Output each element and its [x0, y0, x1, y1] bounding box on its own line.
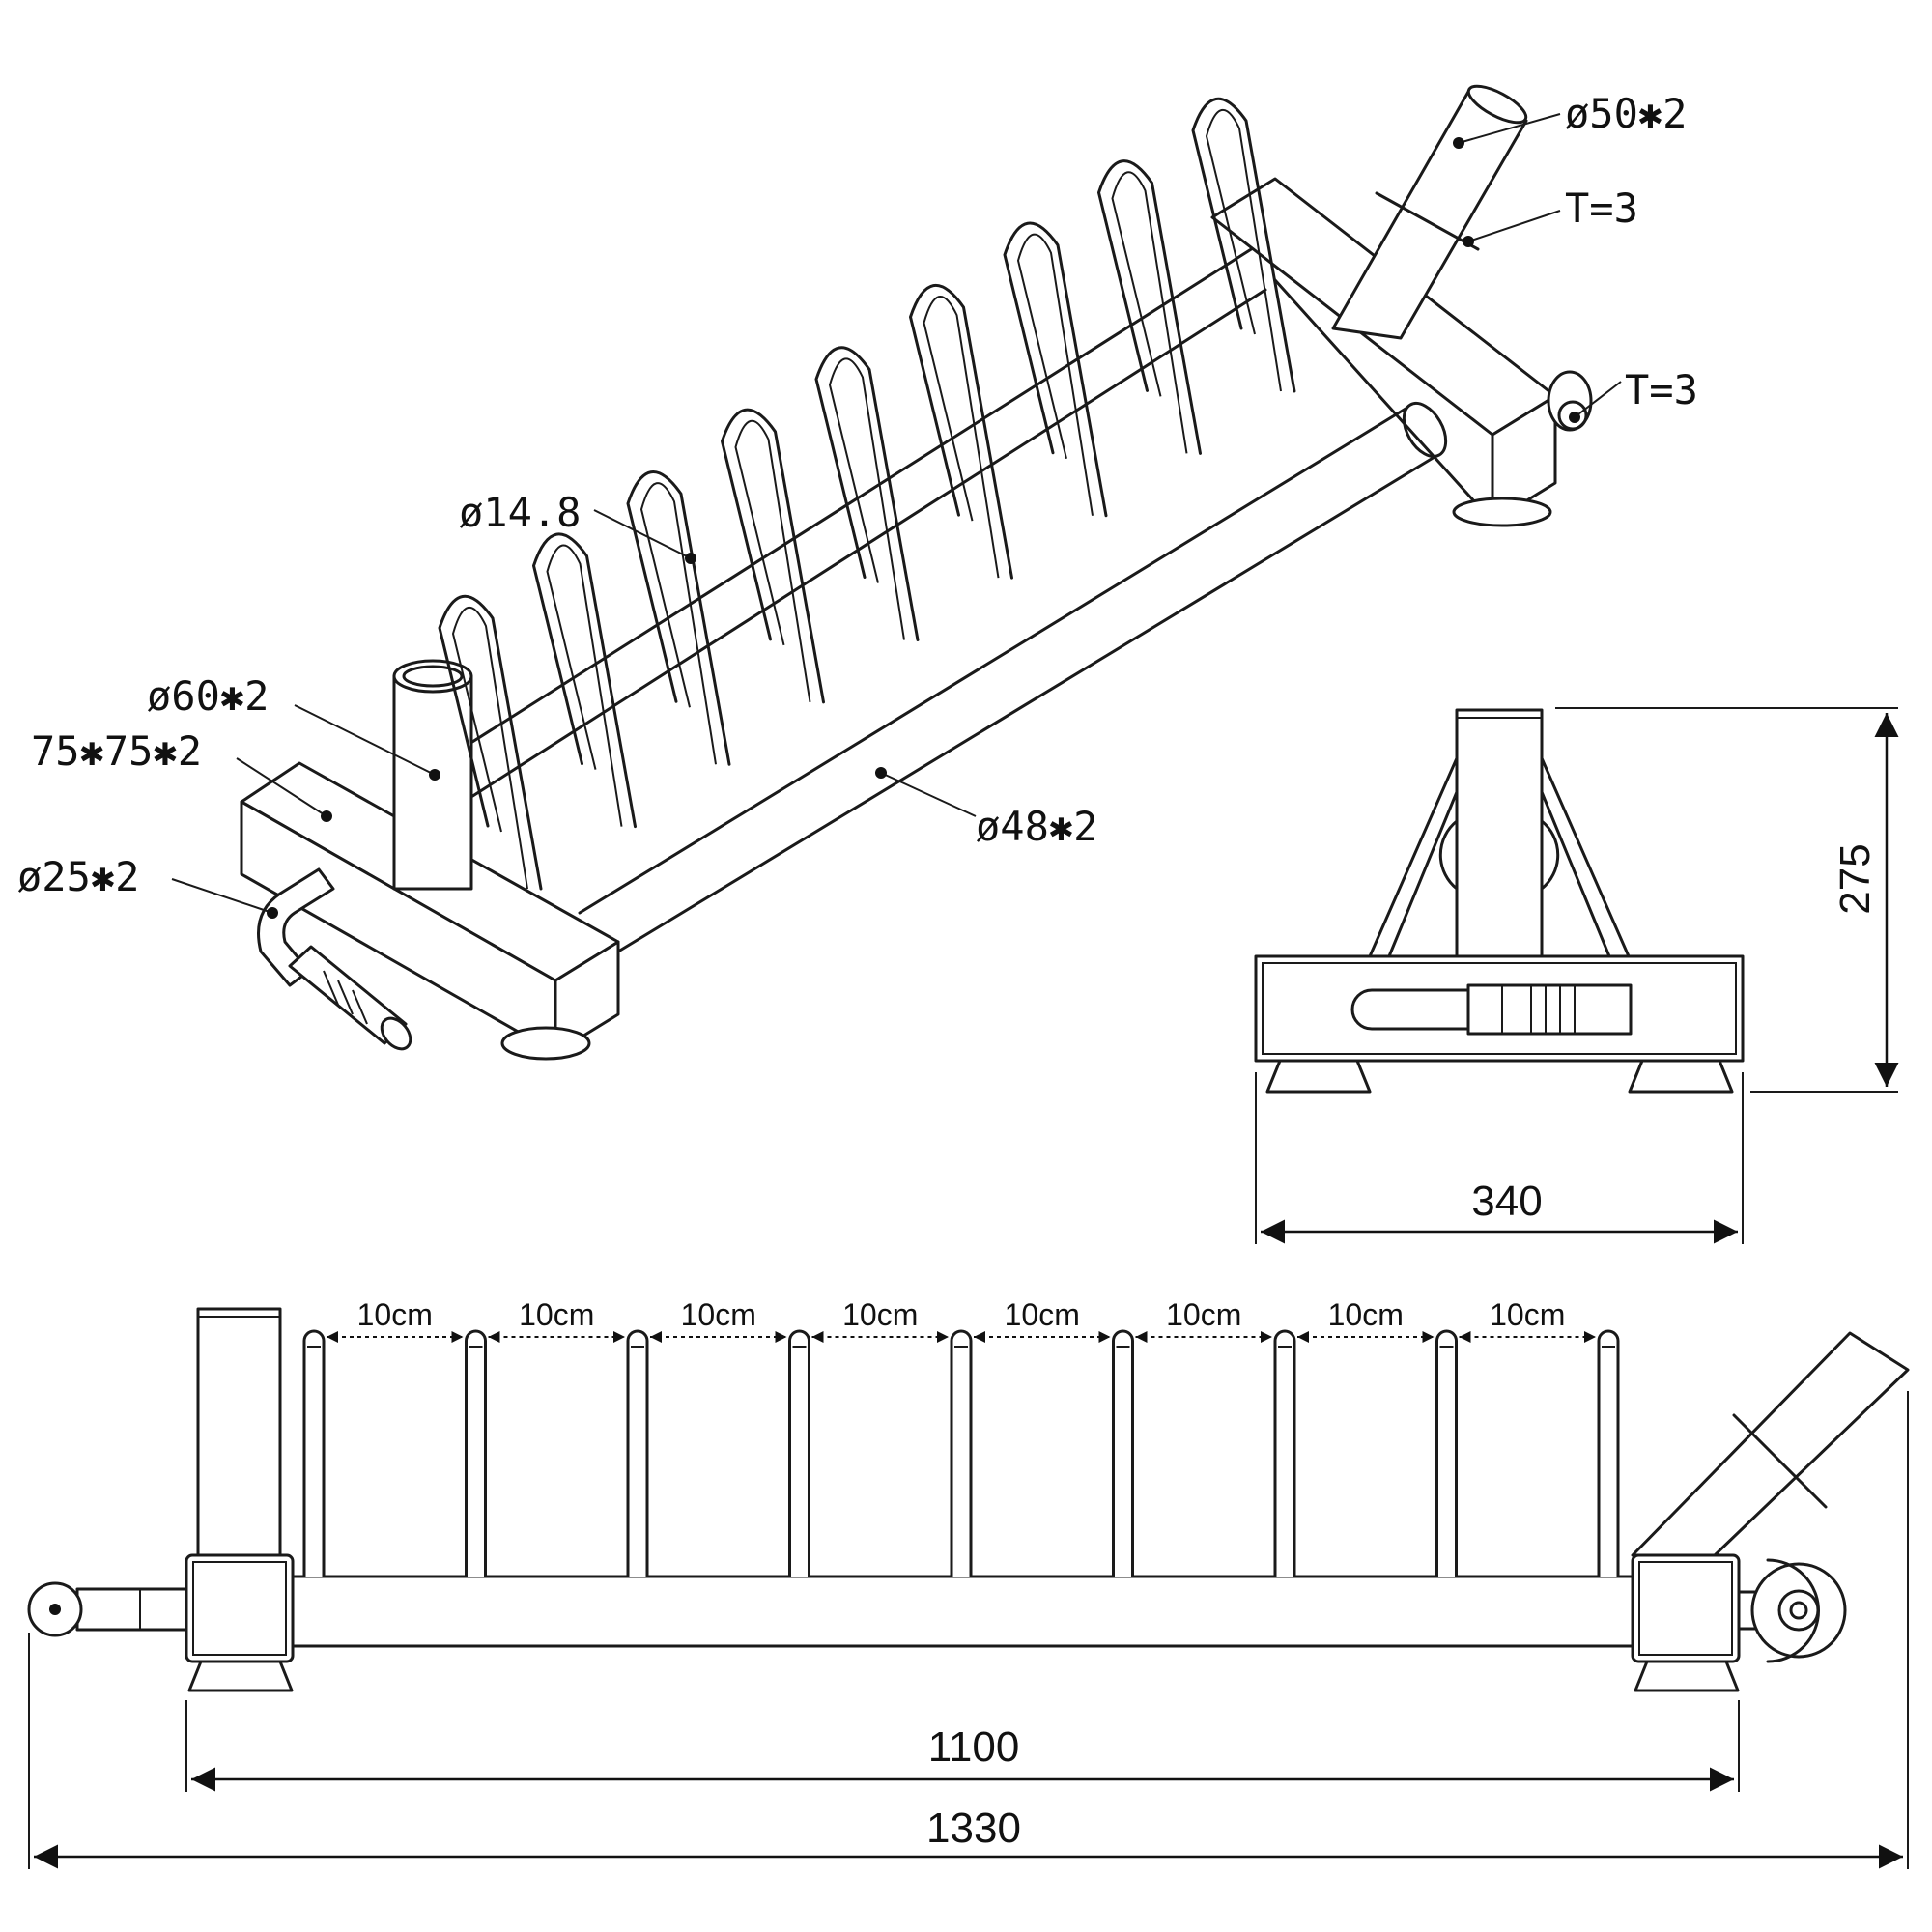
isometric-view: ø50✱2 T=3 T=3 ø14.8 ø60✱2 75✱75✱2 ø25✱2 …	[17, 84, 1698, 1061]
side-rod	[302, 1329, 326, 1578]
iso-rod-inner	[1016, 233, 1094, 516]
iso-rod-inner	[734, 419, 811, 703]
end-view: 275 340	[1254, 707, 1899, 1244]
long-tube-bottom-edge	[616, 452, 1441, 953]
label-rod: ø14.8	[459, 489, 581, 536]
side-rod	[465, 1329, 487, 1578]
label-long-tube: ø48✱2	[976, 803, 1097, 850]
iso-rod	[1003, 221, 1108, 518]
iso-rod	[532, 532, 637, 829]
end-wheel-right-arc	[1540, 819, 1560, 891]
label-handle: ø25✱2	[17, 853, 139, 900]
wheel-hub	[1557, 400, 1588, 431]
end-handle-grip	[1466, 983, 1633, 1036]
iso-rod-inner	[828, 357, 905, 640]
side-left-foot	[187, 1660, 294, 1692]
grip-ring-2	[337, 980, 354, 1015]
iso-rod-inner	[1205, 108, 1282, 392]
left-end-block	[240, 659, 620, 1061]
right-block-bottom-edge	[1273, 278, 1494, 524]
side-left-block	[185, 1553, 295, 1663]
dim-overall-value: 1330	[926, 1804, 1021, 1852]
end-handle-stem	[1350, 988, 1470, 1031]
label-square-tube: 75✱75✱2	[31, 727, 202, 775]
iso-rod-inner	[923, 295, 1000, 579]
handle-bend	[257, 867, 335, 987]
angled-top-tube	[1331, 84, 1528, 340]
side-right-foot	[1634, 1660, 1740, 1692]
side-rod	[788, 1329, 810, 1578]
spacing-label: 10cm	[519, 1297, 594, 1332]
iso-rod	[909, 283, 1013, 580]
side-handle-stem	[75, 1587, 188, 1632]
label-plate-wheel: T=3	[1625, 366, 1698, 413]
end-post	[1455, 708, 1544, 961]
end-foot-left	[1265, 1059, 1372, 1094]
spacing-label: 10cm	[1005, 1297, 1080, 1332]
iso-rod-group	[438, 97, 1296, 891]
iso-rod-inner	[639, 482, 717, 765]
spacing-label: 10cm	[1490, 1297, 1565, 1332]
spacing-label: 10cm	[1166, 1297, 1241, 1332]
side-angled-tube	[1631, 1331, 1910, 1557]
end-strut-left	[1368, 756, 1459, 958]
handle-grip	[288, 945, 408, 1045]
label-top-tube: ø50✱2	[1565, 90, 1687, 137]
spacing-label: 10cm	[1328, 1297, 1404, 1332]
side-rod-group	[302, 1329, 1620, 1578]
dim-inner-value: 1100	[928, 1723, 1020, 1771]
spacing-label: 10cm	[357, 1297, 433, 1332]
end-foot-right	[1628, 1059, 1734, 1094]
back-rail-top	[452, 244, 1258, 755]
label-plate-top: T=3	[1565, 185, 1638, 232]
iso-rod	[626, 470, 731, 766]
side-long-tube	[288, 1575, 1644, 1648]
angled-tube-opening	[1466, 84, 1528, 125]
grip-ring-3	[352, 989, 368, 1025]
side-rod	[1273, 1329, 1296, 1578]
spacing-label: 10cm	[681, 1297, 756, 1332]
side-rod	[1597, 1329, 1620, 1578]
dim-width-value: 340	[1471, 1178, 1542, 1225]
iso-rod-inner	[546, 544, 623, 827]
spacing-label: 10cm	[842, 1297, 918, 1332]
dim-height-value: 275	[1832, 843, 1879, 914]
right-foot	[1452, 497, 1552, 527]
iso-rod	[438, 594, 543, 891]
iso-rod	[814, 346, 920, 641]
side-rod	[626, 1329, 649, 1578]
side-view: 10cm 10cm 10cm 10cm 10cm 10cm 10cm 10cm 1100 13…	[27, 1297, 1910, 1869]
side-rod	[1435, 1329, 1458, 1578]
spacing-dimensions: 10cm 10cm 10cm 10cm 10cm 10cm 10cm 10cm	[327, 1297, 1596, 1343]
iso-rod	[1191, 97, 1296, 393]
right-block-end-face	[1491, 394, 1557, 524]
left-post-inner	[402, 665, 464, 688]
long-tube-top-edge	[578, 404, 1412, 915]
angled-tube-plate	[1375, 191, 1480, 251]
handle-end	[380, 1016, 412, 1051]
side-wheel-hub	[1777, 1589, 1820, 1632]
side-right-block	[1631, 1553, 1741, 1663]
grip-ring-1	[323, 970, 339, 1006]
iso-rod-inner	[1111, 171, 1188, 454]
long-tube-end	[1402, 402, 1448, 458]
end-strut-right	[1540, 756, 1631, 958]
end-wheel-left-arc	[1438, 819, 1459, 891]
side-rod	[1112, 1329, 1134, 1578]
side-rod	[950, 1329, 973, 1578]
back-rail-bottom	[462, 288, 1267, 804]
iso-rod	[1097, 159, 1202, 455]
iso-rod-inner	[451, 606, 528, 890]
leader-lines	[171, 113, 1622, 919]
label-post: ø60✱2	[147, 672, 269, 720]
iso-rod	[721, 408, 825, 704]
side-left-post	[196, 1307, 282, 1562]
left-foot	[500, 1026, 591, 1061]
side-angled-plate	[1732, 1413, 1828, 1509]
